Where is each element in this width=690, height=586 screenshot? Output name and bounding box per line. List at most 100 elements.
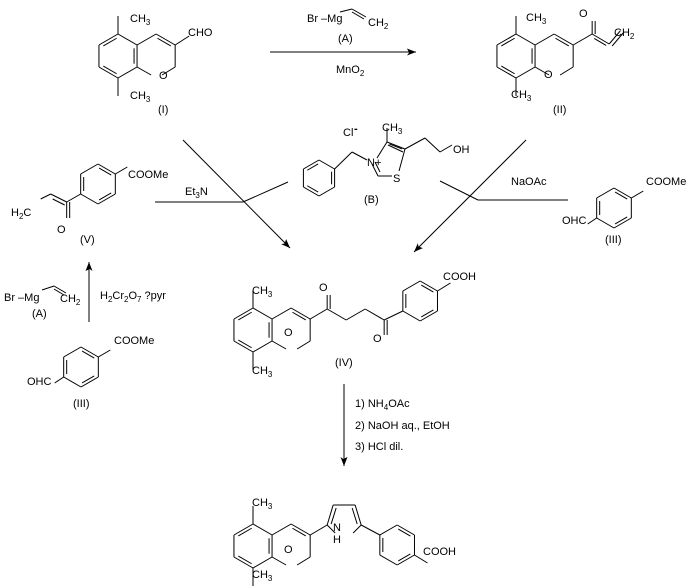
catalyst-B-methyl: CH3 bbox=[382, 122, 403, 136]
double-bond bbox=[421, 309, 434, 318]
ring-bond bbox=[252, 556, 273, 569]
ring-bond bbox=[515, 33, 536, 46]
bond bbox=[50, 193, 67, 203]
compound-III-left-ester: COOMe bbox=[114, 335, 154, 347]
arrow-right-diagonal bbox=[413, 139, 527, 253]
final-ring-o: O bbox=[284, 544, 293, 556]
double-bond bbox=[593, 38, 607, 46]
ring-bond bbox=[379, 524, 398, 536]
ring-bond bbox=[233, 340, 254, 353]
bond bbox=[534, 33, 555, 46]
bond bbox=[591, 33, 610, 45]
bond bbox=[309, 524, 328, 536]
double-bond bbox=[614, 191, 628, 200]
arrow-left-diagonal bbox=[182, 139, 291, 249]
bond bbox=[326, 504, 334, 526]
bond bbox=[352, 524, 362, 534]
reagent-top: Br –Mg CH2 (A) MnO2 bbox=[307, 13, 389, 78]
bond bbox=[404, 137, 426, 150]
grignard-top: Br –Mg bbox=[307, 13, 342, 25]
base-right: NaOAc bbox=[511, 176, 547, 188]
catalyst-B: Cl - CH3 OH N+ S (B) bbox=[343, 122, 470, 206]
final-pyrrole-h: H bbox=[333, 534, 341, 546]
compound-II-ring-o: O bbox=[544, 69, 553, 81]
compound-I: CH3 CHO O CH3 (I) bbox=[130, 13, 213, 116]
ring-bond bbox=[252, 307, 273, 320]
grignard-left-label: (A) bbox=[32, 308, 47, 320]
ring-bond bbox=[252, 340, 273, 353]
bond bbox=[271, 523, 292, 536]
compound-I-methyl-bottom: CH3 bbox=[130, 90, 151, 104]
bond bbox=[424, 137, 441, 153]
bond bbox=[136, 66, 152, 76]
ring-bond bbox=[596, 187, 615, 199]
compound-II-carbonyl-o: O bbox=[579, 8, 588, 20]
bond bbox=[364, 308, 385, 321]
compound-II-vinyl: CH2 bbox=[614, 27, 635, 41]
ring-bond bbox=[233, 307, 254, 320]
bond bbox=[290, 523, 311, 536]
compound-IV-methyl-top: CH3 bbox=[252, 285, 273, 299]
catalyst-B-n-plus: N+ bbox=[367, 157, 381, 169]
ring-bond bbox=[98, 66, 119, 79]
ring-bond bbox=[233, 523, 254, 536]
bond bbox=[587, 217, 597, 225]
final-step-2: 2) NaOH aq., EtOH bbox=[355, 420, 450, 432]
cho-bond bbox=[174, 35, 190, 46]
compound-I-ring-o: O bbox=[159, 70, 168, 82]
bond bbox=[271, 556, 287, 566]
compound-IV-methyl-bottom: CH3 bbox=[252, 365, 273, 379]
double-bond bbox=[555, 37, 570, 47]
oxidant-top: MnO2 bbox=[336, 64, 365, 78]
double-bond bbox=[292, 527, 307, 537]
ring-bond bbox=[596, 217, 615, 229]
base-left: Et3N bbox=[185, 186, 208, 200]
compound-III-right: COOMe OHC (III) bbox=[562, 176, 686, 246]
ring-bond bbox=[515, 66, 536, 79]
ring-bond bbox=[97, 193, 116, 205]
final-step-3: 3) HCl dil. bbox=[355, 441, 403, 453]
double-bond bbox=[157, 37, 172, 47]
ring-bond bbox=[80, 163, 99, 175]
bond bbox=[136, 33, 157, 46]
bond bbox=[376, 141, 388, 159]
arrow-final-head bbox=[340, 457, 348, 466]
bond bbox=[345, 308, 366, 321]
bond bbox=[54, 376, 64, 384]
ring-bond bbox=[402, 310, 421, 322]
compound-I-label: (I) bbox=[158, 104, 168, 116]
ring-bond bbox=[63, 346, 82, 358]
oxidant-left: H2Cr2O7 ?pyr bbox=[100, 290, 166, 304]
bond bbox=[296, 556, 311, 566]
compound-V: COOMe H2C O (V) bbox=[11, 169, 168, 246]
double-bond bbox=[238, 555, 252, 565]
bond bbox=[271, 340, 287, 350]
bond bbox=[53, 288, 65, 296]
ring-bond bbox=[97, 163, 116, 175]
bond bbox=[66, 193, 81, 203]
catalyst-B-hydroxyl: OH bbox=[453, 144, 470, 156]
compound-IV-carbonyl-o2: O bbox=[373, 333, 382, 345]
compound-III-left-label: (III) bbox=[73, 398, 90, 410]
double-bond bbox=[103, 37, 117, 47]
arrow-left-vertical-head bbox=[85, 262, 93, 271]
grignard-left-ch2: CH2 bbox=[60, 293, 81, 307]
compound-I-methyl-top: CH3 bbox=[130, 13, 151, 27]
bond bbox=[41, 285, 55, 291]
et3n-line2 bbox=[242, 181, 289, 203]
catalyst-B-minus: - bbox=[354, 123, 358, 135]
bond bbox=[351, 151, 368, 161]
ring-bond bbox=[303, 186, 320, 197]
double-bond bbox=[421, 284, 434, 293]
double-bond bbox=[98, 192, 112, 201]
compound-IV-ring-o: O bbox=[284, 327, 293, 339]
bond bbox=[290, 307, 311, 320]
compound-III-right-label: (III) bbox=[605, 234, 622, 246]
catalyst-B-sulfur: S bbox=[393, 173, 400, 185]
double-bond bbox=[238, 339, 252, 349]
compound-III-left-aldehyde: OHC bbox=[27, 376, 52, 388]
compound-IV-label: (IV) bbox=[335, 357, 353, 369]
ring-bond bbox=[402, 280, 421, 292]
bond bbox=[374, 161, 381, 173]
